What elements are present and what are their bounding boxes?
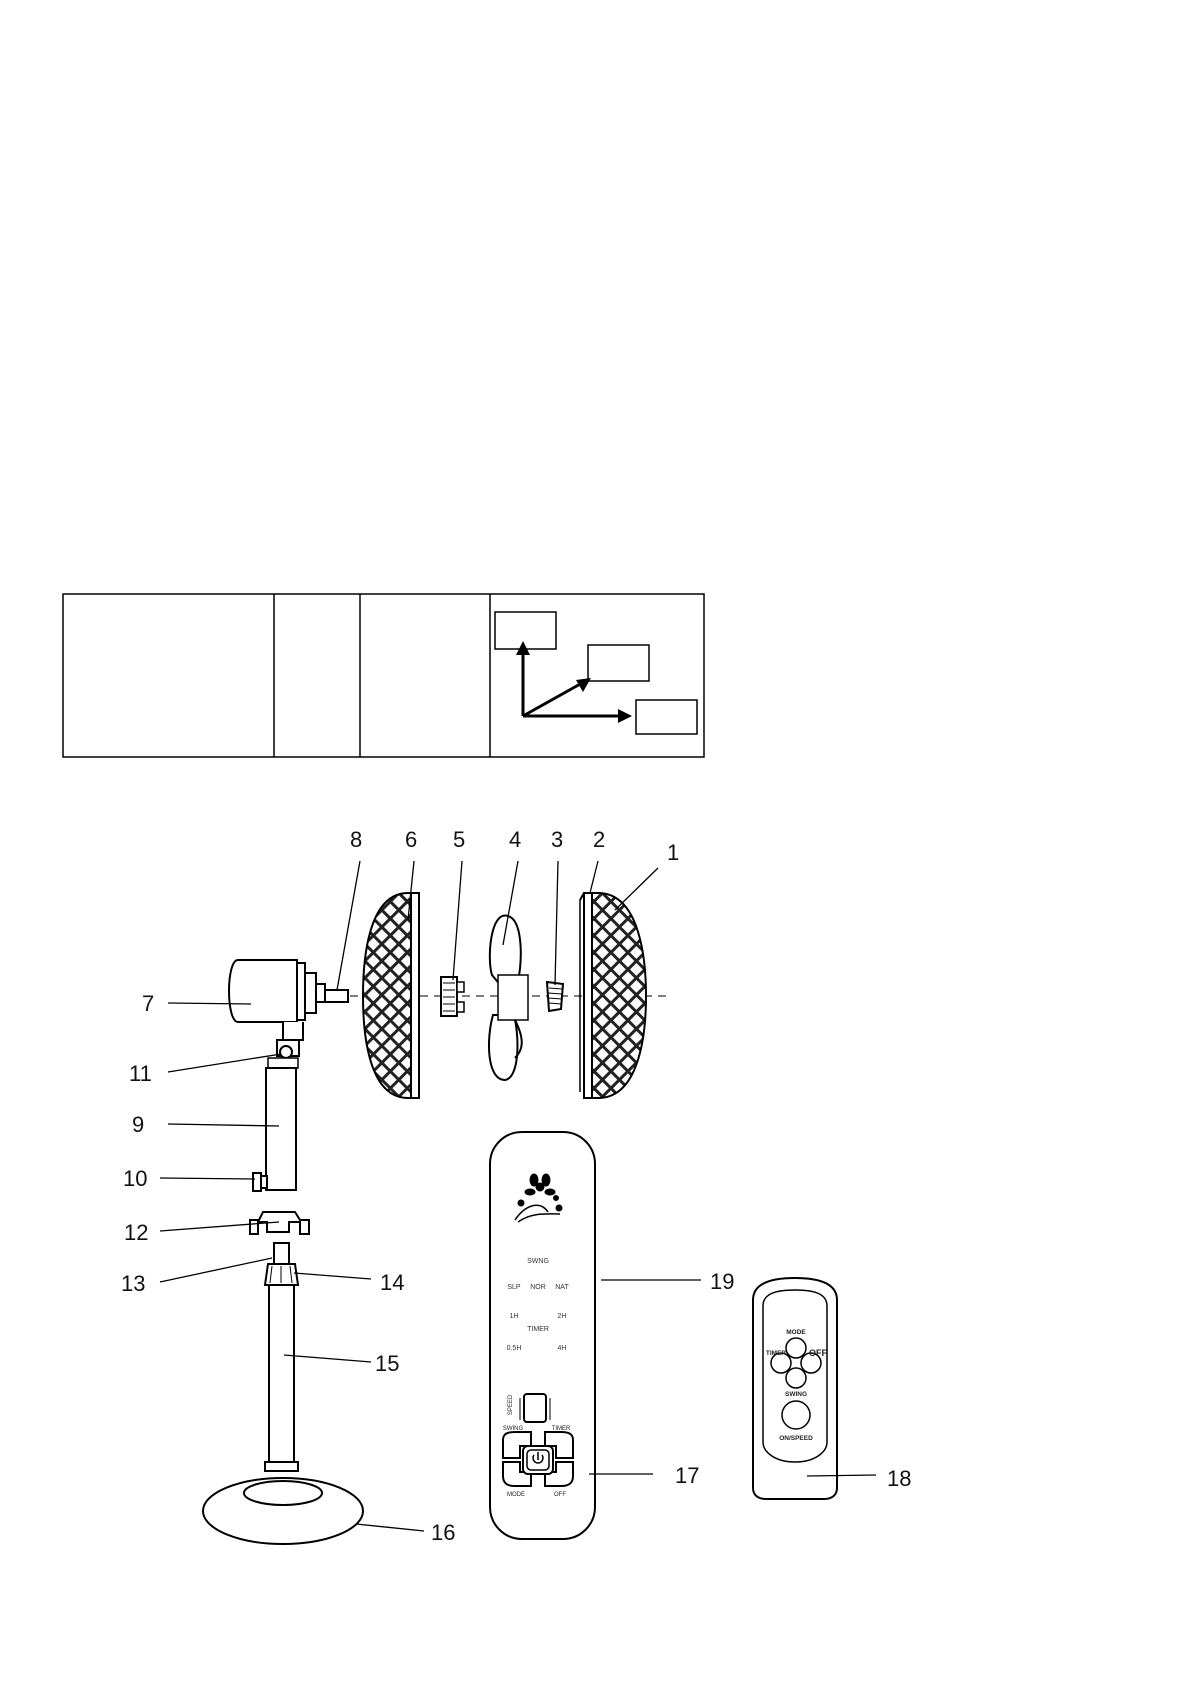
remote-power-button[interactable]	[781, 1400, 811, 1430]
leader-lines	[159, 860, 877, 1532]
remote-control: MODE TIMER OFF SWING ON/SPEED	[752, 1276, 838, 1500]
callout-6: 6	[405, 827, 417, 852]
timer-4h-label: 4H	[558, 1345, 567, 1352]
remote-swing-button[interactable]	[785, 1367, 807, 1389]
spec-table	[62, 593, 705, 758]
callout-4: 4	[509, 827, 521, 852]
callout-2: 2	[593, 827, 605, 852]
fan-base	[202, 1477, 364, 1545]
remote-swing-label: SWING	[785, 1391, 807, 1398]
mode-small-label: MODE	[507, 1492, 525, 1498]
blade-nut	[440, 976, 465, 1017]
remote-off-button[interactable]	[800, 1352, 822, 1374]
flower-logo	[514, 1173, 563, 1223]
mode-pad-button[interactable]	[502, 1461, 532, 1487]
control-panel: SWNG SLP NOR NAT 1H 2H TIMER 0.5H 4H SPE…	[489, 1131, 596, 1540]
callout-16: 16	[431, 1520, 455, 1545]
callout-5: 5	[453, 827, 465, 852]
upper-tube	[265, 1067, 297, 1191]
remote-mode-label: MODE	[786, 1329, 806, 1336]
lower-tube	[263, 1242, 300, 1472]
blade-spinner	[545, 980, 565, 1013]
speed-button[interactable]	[523, 1393, 547, 1423]
speed-small-label: SPEED	[508, 1394, 514, 1415]
timer-2h-label: 2H	[558, 1313, 567, 1320]
callout-18: 18	[887, 1466, 911, 1491]
timer-pad-button[interactable]	[544, 1431, 574, 1459]
motor-housing	[228, 959, 349, 1057]
swing-pad-button[interactable]	[502, 1431, 532, 1459]
remote-off-label: OFF	[809, 1348, 827, 1358]
callout-19: 19	[710, 1269, 734, 1294]
callout-1: 1	[667, 840, 679, 865]
off-small-label: OFF	[554, 1492, 566, 1498]
callout-17: 17	[675, 1463, 699, 1488]
timer-half-hour-label: 0.5H	[507, 1345, 522, 1352]
height-knob	[252, 1172, 268, 1192]
callout-3: 3	[551, 827, 563, 852]
swing-small-label: SWING	[503, 1426, 524, 1432]
callout-11: 11	[129, 1061, 152, 1086]
callout-numbers: 1 2 3 4 5 6 7 8 9 10 11 12 13 14 15 16 1…	[121, 827, 911, 1545]
callout-7: 7	[142, 991, 154, 1016]
remote-on-speed-label: ON/SPEED	[779, 1435, 813, 1442]
front-grille	[579, 892, 648, 1099]
remote-timer-label: TIMER	[766, 1350, 787, 1357]
fan-blades	[488, 914, 529, 1082]
callout-13: 13	[121, 1271, 145, 1296]
remote-timer-button[interactable]	[770, 1352, 792, 1374]
callout-14: 14	[380, 1270, 404, 1295]
callout-10: 10	[123, 1166, 147, 1191]
power-icon	[532, 1452, 544, 1464]
timer-1h-label: 1H	[510, 1313, 519, 1320]
timer-label: TIMER	[527, 1326, 549, 1333]
normal-label: NOR	[530, 1284, 546, 1291]
swing-label: SWNG	[527, 1258, 549, 1265]
callout-8: 8	[350, 827, 362, 852]
tube-connector	[249, 1211, 310, 1235]
rear-grille	[361, 892, 420, 1099]
callout-12: 12	[124, 1220, 148, 1245]
callout-9: 9	[132, 1112, 144, 1137]
natural-label: NAT	[555, 1284, 569, 1291]
callout-15: 15	[375, 1351, 399, 1376]
remote-mode-button[interactable]	[785, 1337, 807, 1359]
timer-small-label: TIMER	[552, 1426, 571, 1432]
off-pad-button[interactable]	[544, 1461, 574, 1487]
tilt-knob	[267, 1045, 299, 1069]
sleep-label: SLP	[507, 1284, 521, 1291]
